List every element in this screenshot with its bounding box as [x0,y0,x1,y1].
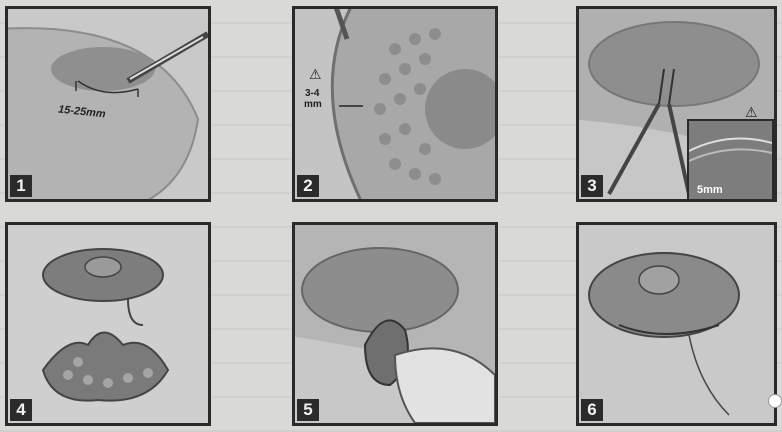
step-number-badge: 5 [297,399,319,421]
step-panel-4: 4 [5,222,211,426]
margin-measure-unit: mm [304,100,322,110]
margin-measure-value: 3-4 [305,89,319,99]
step-1-illustration [8,9,208,199]
step-number-badge: 3 [581,175,603,197]
step-5-illustration [295,225,495,423]
step-panel-3: 5mm ⚠ 3 [576,6,777,202]
step-panel-5: 5 [292,222,498,426]
step-2-illustration [295,9,495,199]
detail-inset: 5mm [687,119,774,201]
step-panel-6: 6 [576,222,777,426]
inset-measure: 5mm [697,184,723,196]
step-panel-1: 15-25mm 1 [5,6,211,202]
step-number-badge: 6 [581,399,603,421]
warning-icon: ⚠ [745,105,758,119]
corner-control[interactable] [768,394,782,408]
warning-icon: ⚠ [309,67,322,81]
step-number-badge: 1 [10,175,32,197]
step-panel-2: ⚠ 3-4 mm 2 [292,6,498,202]
step-number-badge: 4 [10,399,32,421]
step-number-badge: 2 [297,175,319,197]
step-4-illustration [8,225,208,423]
step-6-illustration [579,225,774,423]
